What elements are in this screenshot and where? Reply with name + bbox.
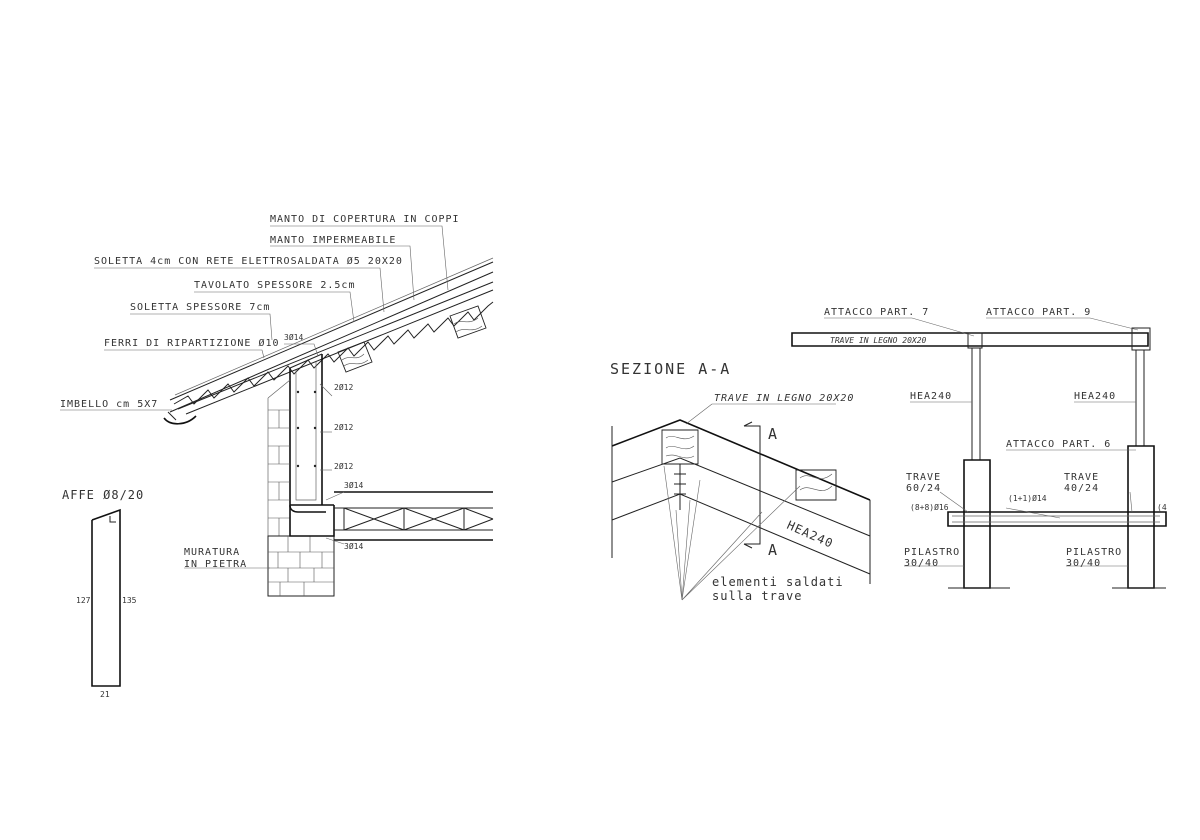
label-muratura: MURATURA	[184, 547, 240, 558]
label-imbello: IMBELLO cm 5X7	[60, 399, 158, 410]
section-hea-label: HEA240	[785, 518, 836, 551]
section-sulla-trave-label: sulla trave	[712, 589, 802, 603]
label-attacco-6: ATTACCO PART. 6	[1006, 439, 1111, 450]
section-aa-title: SEZIONE A-A	[610, 360, 731, 378]
section-mark-top: A	[768, 425, 779, 443]
roof-eaves-detail: MANTO DI COPERTURA IN COPPI MANTO IMPERM…	[60, 214, 494, 597]
label-manto-coppi: MANTO DI COPERTURA IN COPPI	[270, 214, 460, 225]
label-tavolato: TAVOLATO SPESSORE 2.5cm	[194, 280, 355, 291]
label-soletta-7: SOLETTA SPESSORE 7cm	[130, 302, 270, 313]
label-pilastro-left-dim: 30/40	[904, 558, 939, 569]
label-hea-left: HEA240	[910, 391, 952, 402]
label-pilastro-left: PILASTRO	[904, 547, 960, 558]
label-trave-left-dim: 60/24	[906, 483, 941, 494]
frame-wood-beam-label: TRAVE IN LEGNO 20X20	[830, 336, 927, 345]
label-armatura-right: (4	[1157, 503, 1167, 512]
roof-leaders	[60, 225, 449, 569]
label-attacco-7: ATTACCO PART. 7	[824, 307, 929, 318]
concrete-beam-column	[289, 353, 334, 506]
frame-detail: TRAVE IN LEGNO 20X20 ATTACCO PART. 7 ATT…	[791, 307, 1167, 589]
frame-labels: ATTACCO PART. 7 ATTACCO PART. 9 HEA240 H…	[824, 307, 1167, 569]
stone-foundation	[267, 535, 335, 597]
wood-rafter-left	[337, 341, 373, 373]
label-ferri: FERRI DI RIPARTIZIONE Ø10	[104, 337, 280, 349]
label-pilastro-right-dim: 30/40	[1066, 558, 1101, 569]
label-attacco-9: ATTACCO PART. 9	[986, 307, 1091, 318]
label-pilastro-right: PILASTRO	[1066, 547, 1122, 558]
stirrup-title: AFFE Ø8/20	[62, 488, 144, 502]
label-2o12-b: 2Ø12	[334, 422, 353, 432]
masonry-wall	[267, 379, 291, 536]
roof-tiles	[169, 257, 494, 415]
label-soletta-rete: SOLETTA 4cm CON RETE ELETTROSALDATA Ø5 2…	[94, 255, 403, 267]
section-aa-detail: SEZIONE A-A A A HEA240 TRAVE IN LEGNO 20…	[610, 360, 871, 603]
roof-labels: MANTO DI COPERTURA IN COPPI MANTO IMPERM…	[60, 214, 460, 570]
side-wood-beam	[795, 469, 837, 501]
label-hea-right: HEA240	[1074, 391, 1116, 402]
section-elementi-label: elementi saldati	[712, 575, 844, 589]
stirrup-dim-bottom: 21	[100, 690, 110, 699]
section-wood-label: TRAVE IN LEGNO 20X20	[714, 393, 854, 404]
stirrup-dim-right: 135	[122, 596, 137, 605]
label-armatura-center: (1+1)Ø14	[1008, 493, 1047, 503]
label-manto-impermeabile: MANTO IMPERMEABILE	[270, 235, 396, 246]
label-trave-left: TRAVE	[906, 472, 941, 483]
label-3o14-top: 3Ø14	[284, 332, 303, 342]
gutter	[163, 415, 197, 425]
stirrup-detail: AFFE Ø8/20 127 135 21	[62, 488, 144, 699]
floor-slab-lattice	[289, 491, 494, 541]
label-armatura-left: (8+8)Ø16	[910, 502, 949, 512]
ridge-wood-beam	[661, 429, 699, 510]
label-3o14-bot: 3Ø14	[344, 541, 363, 551]
stirrup-dim-left: 127	[76, 596, 91, 605]
label-trave-right-dim: 40/24	[1064, 483, 1099, 494]
label-2o12-c: 2Ø12	[334, 461, 353, 471]
label-2o12-a: 2Ø12	[334, 382, 353, 392]
label-3o14-mid: 3Ø14	[344, 480, 363, 490]
wood-rafter-right	[449, 305, 487, 339]
label-trave-right: TRAVE	[1064, 472, 1099, 483]
section-mark-bottom: A	[768, 541, 779, 559]
label-in-pietra: IN PIETRA	[184, 559, 247, 570]
